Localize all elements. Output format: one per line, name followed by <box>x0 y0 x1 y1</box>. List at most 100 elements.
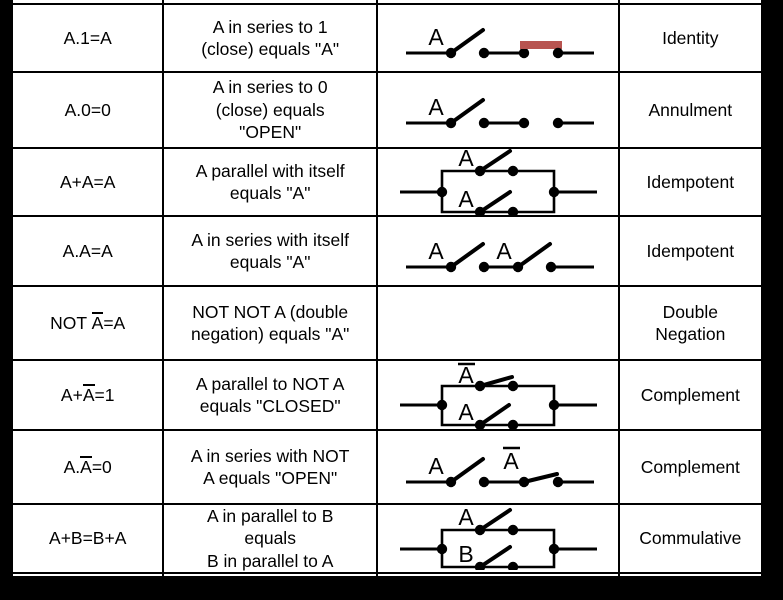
switch-label: A <box>428 238 444 264</box>
junction-dot <box>436 399 448 411</box>
clipped-cell <box>162 572 378 577</box>
contact-dot <box>512 261 524 273</box>
switch-label-not-a: A <box>503 448 519 474</box>
clipped-cell <box>617 572 764 577</box>
expression-text: =1 <box>94 384 115 405</box>
junction-dot <box>548 186 560 198</box>
contact-dot <box>518 47 530 59</box>
clipped-cell <box>375 0 620 5</box>
switch-blade <box>477 545 512 570</box>
circuit-cell: A A <box>375 359 620 431</box>
clipped-cell <box>617 0 764 5</box>
circuit-parallel-notA-closed-A-open: A A <box>399 362 597 428</box>
table-row-complement-series: A.A=0 A in series with NOT A equals "OPE… <box>10 429 764 505</box>
table-row-commutative: A+B=B+A A in parallel to B equals B in p… <box>10 502 764 575</box>
contact-dot <box>474 206 486 214</box>
table-row-complement-parallel: A+A=1 A parallel to NOT A equals "CLOSED… <box>10 359 764 431</box>
switch-blade <box>477 150 512 173</box>
description-cell: A in series with NOT A equals "OPEN" <box>162 429 378 505</box>
description-cell: A in series to 0 (close) equals "OPEN" <box>162 71 378 149</box>
expression-overbar-text: A <box>82 383 95 405</box>
law-cell: Idempotent <box>617 215 764 287</box>
junction-dot <box>436 543 448 555</box>
circuit-cell: A A <box>375 429 620 505</box>
switch-label: B <box>458 541 473 567</box>
circuit-parallel-A-B: A B <box>399 507 597 571</box>
contact-dot <box>445 261 457 273</box>
contact-dot <box>474 561 486 571</box>
circuit-cell: A B <box>375 502 620 575</box>
parallel-branch-bottom <box>440 405 556 427</box>
expression-text: =A <box>103 312 126 333</box>
circuit-series-A-open-notA-closed: A A <box>405 446 594 488</box>
law-cell: Complement <box>617 359 764 431</box>
clipped-row-bottom <box>10 572 764 577</box>
description-cell: A parallel to NOT A equals "CLOSED" <box>162 359 378 431</box>
switch-label: A <box>428 453 444 479</box>
expression-text: A+B=B+A <box>49 528 127 549</box>
expression-text: A+ <box>60 384 83 405</box>
circuit-cell: A <box>375 3 620 73</box>
switch-label: A <box>458 399 474 425</box>
contact-dot <box>507 419 519 428</box>
junction-dot <box>436 186 448 198</box>
contact-dot <box>445 476 457 488</box>
contact-dot <box>474 380 486 392</box>
law-cell: Complement <box>617 429 764 505</box>
expression-text: A.0=0 <box>64 99 111 120</box>
switch-label: A <box>458 507 474 530</box>
switch-blade <box>477 508 512 533</box>
switch-blade-nearly-closed <box>521 472 559 484</box>
switch-label: A <box>428 94 444 120</box>
parallel-branch-bottom <box>440 192 556 214</box>
description-cell: A in series to 1 (close) equals "A" <box>162 3 378 73</box>
law-cell: Double Negation <box>617 285 764 361</box>
expression-overbar-text: A <box>80 455 92 477</box>
expression-cell: A.0=0 <box>10 71 165 149</box>
switch-blade <box>477 190 512 214</box>
contact-dot <box>445 47 457 59</box>
switch-blade <box>448 242 485 269</box>
switch-blade <box>448 28 485 55</box>
clipped-cell <box>10 0 165 5</box>
contact-dot <box>518 117 530 129</box>
table-row-idempotent-parallel: A+A=A A parallel with itself equals "A" <box>10 147 764 217</box>
expression-cell: A.1=A <box>10 3 165 73</box>
description-cell: A parallel with itself equals "A" <box>162 147 378 217</box>
clipped-cell <box>375 572 620 577</box>
switch-blade <box>448 457 485 484</box>
law-cell: Identity <box>617 3 764 73</box>
expression-text: A. <box>63 456 81 477</box>
expression-text: =0 <box>91 456 112 477</box>
description-cell: A in parallel to B equals B in parallel … <box>162 502 378 575</box>
table-row-idempotent-series: A.A=A A in series with itself equals "A"… <box>10 215 764 287</box>
table-row-annulment: A.0=0 A in series to 0 (close) equals "O… <box>10 71 764 149</box>
contact-dot <box>507 561 519 571</box>
clipped-cell <box>162 0 378 5</box>
expression-cell: NOT A=A <box>10 285 165 361</box>
parallel-branch-top <box>440 169 556 192</box>
expression-text: A+A=A <box>59 171 116 192</box>
switch-label-not-a: A <box>458 362 474 388</box>
law-cell: Idempotent <box>617 147 764 217</box>
switch-blade <box>515 242 552 269</box>
clipped-row-top <box>10 0 764 5</box>
switch-label: A <box>458 186 474 212</box>
closed-contact-bar <box>519 41 562 49</box>
switch-blade-nearly-closed <box>477 375 514 388</box>
contact-dot <box>474 524 486 536</box>
circuit-cell: A A <box>375 215 620 287</box>
contact-dot <box>507 206 519 214</box>
clipped-cell <box>10 572 165 577</box>
circuit-cell: A <box>375 71 620 149</box>
circuit-series-open-contact: A <box>405 94 594 129</box>
table-row-double-negation: NOT A=A NOT NOT A (double negation) equa… <box>10 285 764 361</box>
contact-dot <box>474 419 486 428</box>
expression-text: NOT <box>50 312 92 333</box>
circuit-series-two-switches: A A <box>405 238 594 273</box>
parallel-branch-bottom <box>440 549 556 569</box>
expression-cell: A+A=A <box>10 147 165 217</box>
switch-blade <box>448 98 485 125</box>
expression-text: A.1=A <box>63 27 112 48</box>
